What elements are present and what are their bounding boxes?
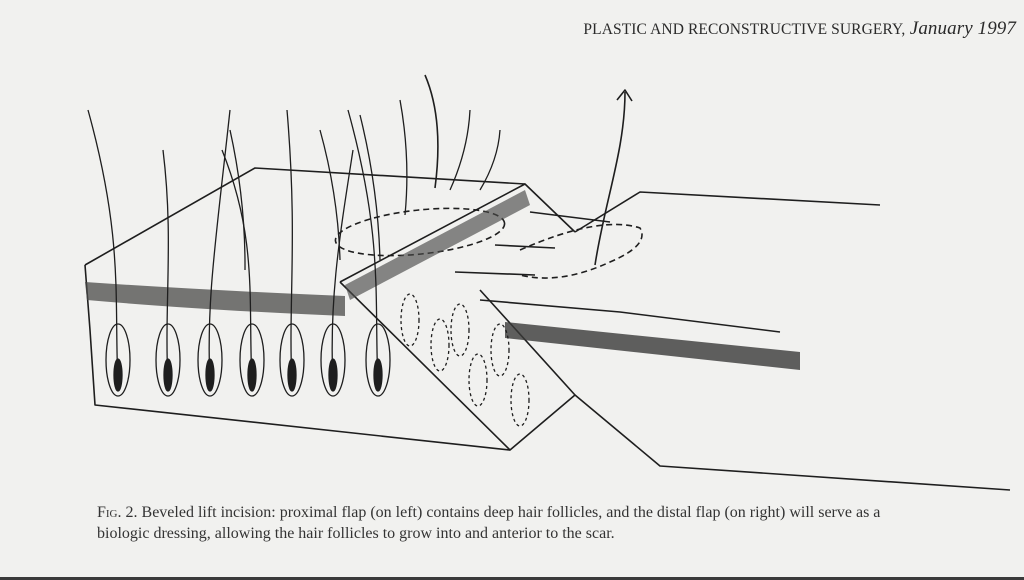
hair-shaft [359,114,381,261]
bevel-follicle [400,293,420,347]
hair-follicle [105,323,131,397]
dermis-band-bevel [345,190,530,300]
hair-shaft [229,129,246,271]
bevel-follicle [450,303,470,357]
bevel-follicle [490,323,510,377]
arrowhead-icon [616,89,633,102]
bevel-follicle [430,318,450,372]
right-flap-mid [479,299,781,333]
hair-arrow-right [594,91,626,266]
hair-bulb [247,358,257,392]
hair-follicle [197,323,223,397]
hair-bulb [163,358,173,392]
hair-shaft [162,149,170,386]
bevel-follicle [468,353,488,407]
figure-label: Fig. 2. [97,504,138,521]
dermis-band-left [85,282,345,316]
hair-arrow-left [424,74,439,189]
hair-shaft [331,149,354,386]
hair-shaft [399,99,408,216]
bevel-follicle [510,373,530,427]
hair-bulb [373,358,383,392]
caption-text: Beveled lift incision: proximal flap (on… [97,504,881,542]
hair-follicle [239,323,265,397]
hair-bulb [287,358,297,392]
hair-shaft [221,149,253,386]
hair-follicle [365,323,391,397]
hair-follicle [279,323,305,397]
page-bottom-edge [0,577,1024,580]
hair-shaft [319,129,341,261]
hair-shaft [208,109,231,386]
hair-bulb [113,358,123,392]
hair-bulb [205,358,215,392]
hair-shaft [286,109,294,386]
issue-date: January 1997 [909,18,1016,39]
journal-title: PLASTIC AND RECONSTRUCTIVE SURGERY, [583,21,906,38]
left-flap-top-edge [84,167,526,266]
hair-shaft [87,109,119,386]
right-flap-top [574,191,881,233]
hair-shaft [449,109,471,191]
figure-caption: Fig. 2. Beveled lift incision: proximal … [97,503,897,544]
dermis-band-right [505,322,800,370]
bevel-face [339,281,576,451]
hair-shaft [347,109,379,386]
dashed-suture-loop-right [519,223,643,279]
beveled-incision-illustration [84,74,1011,491]
running-header: PLASTIC AND RECONSTRUCTIVE SURGERY, Janu… [583,18,1016,40]
hair-bulb [328,358,338,392]
hair-follicle [320,323,346,397]
hair-shaft [479,129,501,191]
right-flap-lower [574,394,1011,491]
hair-follicle [155,323,181,397]
